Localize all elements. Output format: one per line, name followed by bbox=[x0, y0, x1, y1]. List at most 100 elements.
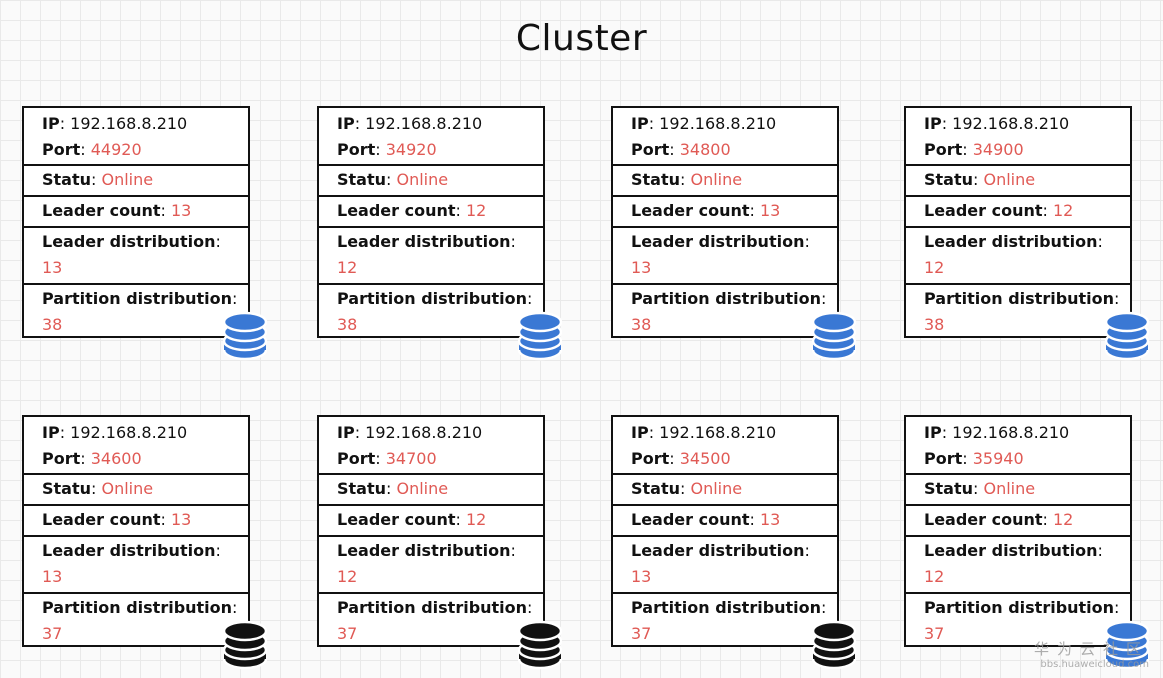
database-blue-icon bbox=[1105, 620, 1149, 670]
cluster-node-card: IP: 192.168.8.210 Port: 34800 Statu: Onl… bbox=[611, 106, 839, 338]
database-blue-icon bbox=[1105, 311, 1149, 361]
node-leader-distribution-section: Leader distribution: 13 bbox=[24, 537, 248, 594]
status-label: Statu bbox=[42, 170, 92, 189]
node-partition-distribution-section: Partition distribution: 38 bbox=[631, 289, 827, 334]
partition-distribution-value: 38 bbox=[42, 315, 63, 334]
status-value: Online bbox=[983, 479, 1036, 498]
port-label: Port bbox=[42, 140, 81, 159]
node-partition-distribution-section: Partition distribution: 38 bbox=[924, 289, 1120, 334]
ip-value: 192.168.8.210 bbox=[70, 423, 188, 442]
leader-count-value: 13 bbox=[760, 510, 781, 529]
status-value: Online bbox=[396, 170, 449, 189]
cluster-node-card: IP: 192.168.8.210 Port: 34700 Statu: Onl… bbox=[317, 415, 545, 647]
node-address-section: IP: 192.168.8.210 Port: 34920 bbox=[319, 108, 543, 166]
ip-label: IP bbox=[631, 423, 649, 442]
status-label: Statu bbox=[631, 170, 681, 189]
partition-distribution-value: 38 bbox=[631, 315, 652, 334]
leader-distribution-label: Leader distribution bbox=[924, 541, 1098, 560]
node-address-section: IP: 192.168.8.210 Port: 34600 bbox=[24, 417, 248, 475]
database-blue-icon bbox=[812, 311, 856, 361]
database-black-icon bbox=[812, 620, 856, 670]
status-value: Online bbox=[101, 479, 154, 498]
leader-count-label: Leader count bbox=[42, 510, 161, 529]
status-value: Online bbox=[690, 170, 743, 189]
status-value: Online bbox=[983, 170, 1036, 189]
cluster-node-card: IP: 192.168.8.210 Port: 34900 Statu: Onl… bbox=[904, 106, 1132, 338]
node-address-section: IP: 192.168.8.210 Port: 34700 bbox=[319, 417, 543, 475]
partition-distribution-label: Partition distribution bbox=[337, 289, 528, 308]
partition-distribution-label: Partition distribution bbox=[631, 289, 822, 308]
ip-label: IP bbox=[631, 114, 649, 133]
node-leader-count-section: Leader count: 12 bbox=[319, 506, 543, 537]
leader-distribution-value: 13 bbox=[42, 258, 63, 277]
node-partition-distribution-section: Partition distribution: 37 bbox=[337, 598, 533, 643]
status-label: Statu bbox=[42, 479, 92, 498]
port-value: 34920 bbox=[385, 140, 437, 159]
node-address-section: IP: 192.168.8.210 Port: 34500 bbox=[613, 417, 837, 475]
node-leader-count-section: Leader count: 13 bbox=[24, 506, 248, 537]
leader-distribution-value: 12 bbox=[924, 567, 945, 586]
leader-count-value: 13 bbox=[760, 201, 781, 220]
node-leader-distribution-section: Leader distribution: 12 bbox=[906, 537, 1130, 594]
partition-distribution-label: Partition distribution bbox=[337, 598, 528, 617]
cluster-node-card: IP: 192.168.8.210 Port: 34500 Statu: Onl… bbox=[611, 415, 839, 647]
leader-distribution-value: 12 bbox=[337, 258, 358, 277]
node-leader-distribution-section: Leader distribution: 13 bbox=[24, 228, 248, 285]
page-title: Cluster bbox=[515, 18, 648, 59]
node-status-section: Statu: Online bbox=[24, 166, 248, 197]
ip-value: 192.168.8.210 bbox=[952, 423, 1070, 442]
database-black-icon bbox=[518, 620, 562, 670]
leader-distribution-value: 12 bbox=[337, 567, 358, 586]
status-label: Statu bbox=[337, 170, 387, 189]
node-partition-distribution-section: Partition distribution: 38 bbox=[337, 289, 533, 334]
ip-label: IP bbox=[924, 114, 942, 133]
node-status-section: Statu: Online bbox=[613, 166, 837, 197]
partition-distribution-label: Partition distribution bbox=[924, 289, 1115, 308]
leader-count-label: Leader count bbox=[337, 510, 456, 529]
partition-distribution-value: 37 bbox=[924, 624, 945, 643]
port-label: Port bbox=[631, 140, 670, 159]
cluster-node-card: IP: 192.168.8.210 Port: 34600 Statu: Onl… bbox=[22, 415, 250, 647]
leader-count-label: Leader count bbox=[631, 201, 750, 220]
leader-count-label: Leader count bbox=[631, 510, 750, 529]
database-blue-icon bbox=[223, 311, 267, 361]
leader-distribution-label: Leader distribution bbox=[924, 232, 1098, 251]
node-leader-count-section: Leader count: 12 bbox=[906, 197, 1130, 228]
node-leader-count-section: Leader count: 12 bbox=[319, 197, 543, 228]
leader-count-label: Leader count bbox=[924, 510, 1043, 529]
leader-count-value: 12 bbox=[1053, 510, 1074, 529]
port-label: Port bbox=[42, 449, 81, 468]
partition-distribution-value: 37 bbox=[631, 624, 652, 643]
partition-distribution-value: 37 bbox=[337, 624, 358, 643]
node-status-section: Statu: Online bbox=[24, 475, 248, 506]
node-partition-distribution-section: Partition distribution: 38 bbox=[42, 289, 238, 334]
leader-count-label: Leader count bbox=[924, 201, 1043, 220]
port-value: 34600 bbox=[90, 449, 142, 468]
leader-distribution-label: Leader distribution bbox=[42, 232, 216, 251]
port-value: 34800 bbox=[679, 140, 731, 159]
partition-distribution-value: 38 bbox=[337, 315, 358, 334]
node-partition-distribution-section: Partition distribution: 37 bbox=[631, 598, 827, 643]
database-black-icon bbox=[223, 620, 267, 670]
node-leader-distribution-section: Leader distribution: 12 bbox=[319, 537, 543, 594]
ip-value: 192.168.8.210 bbox=[952, 114, 1070, 133]
node-address-section: IP: 192.168.8.210 Port: 34900 bbox=[906, 108, 1130, 166]
status-label: Statu bbox=[924, 170, 974, 189]
node-address-section: IP: 192.168.8.210 Port: 44920 bbox=[24, 108, 248, 166]
ip-value: 192.168.8.210 bbox=[659, 114, 777, 133]
leader-distribution-label: Leader distribution bbox=[337, 232, 511, 251]
node-leader-distribution-section: Leader distribution: 12 bbox=[906, 228, 1130, 285]
partition-distribution-label: Partition distribution bbox=[42, 289, 233, 308]
leader-distribution-value: 13 bbox=[631, 567, 652, 586]
status-label: Statu bbox=[924, 479, 974, 498]
leader-count-value: 12 bbox=[466, 201, 487, 220]
node-leader-distribution-section: Leader distribution: 13 bbox=[613, 537, 837, 594]
port-value: 35940 bbox=[972, 449, 1024, 468]
ip-label: IP bbox=[337, 423, 355, 442]
cluster-node-card: IP: 192.168.8.210 Port: 35940 Statu: Onl… bbox=[904, 415, 1132, 647]
status-value: Online bbox=[690, 479, 743, 498]
node-address-section: IP: 192.168.8.210 Port: 34800 bbox=[613, 108, 837, 166]
node-leader-count-section: Leader count: 13 bbox=[613, 506, 837, 537]
leader-distribution-label: Leader distribution bbox=[337, 541, 511, 560]
node-status-section: Statu: Online bbox=[906, 475, 1130, 506]
